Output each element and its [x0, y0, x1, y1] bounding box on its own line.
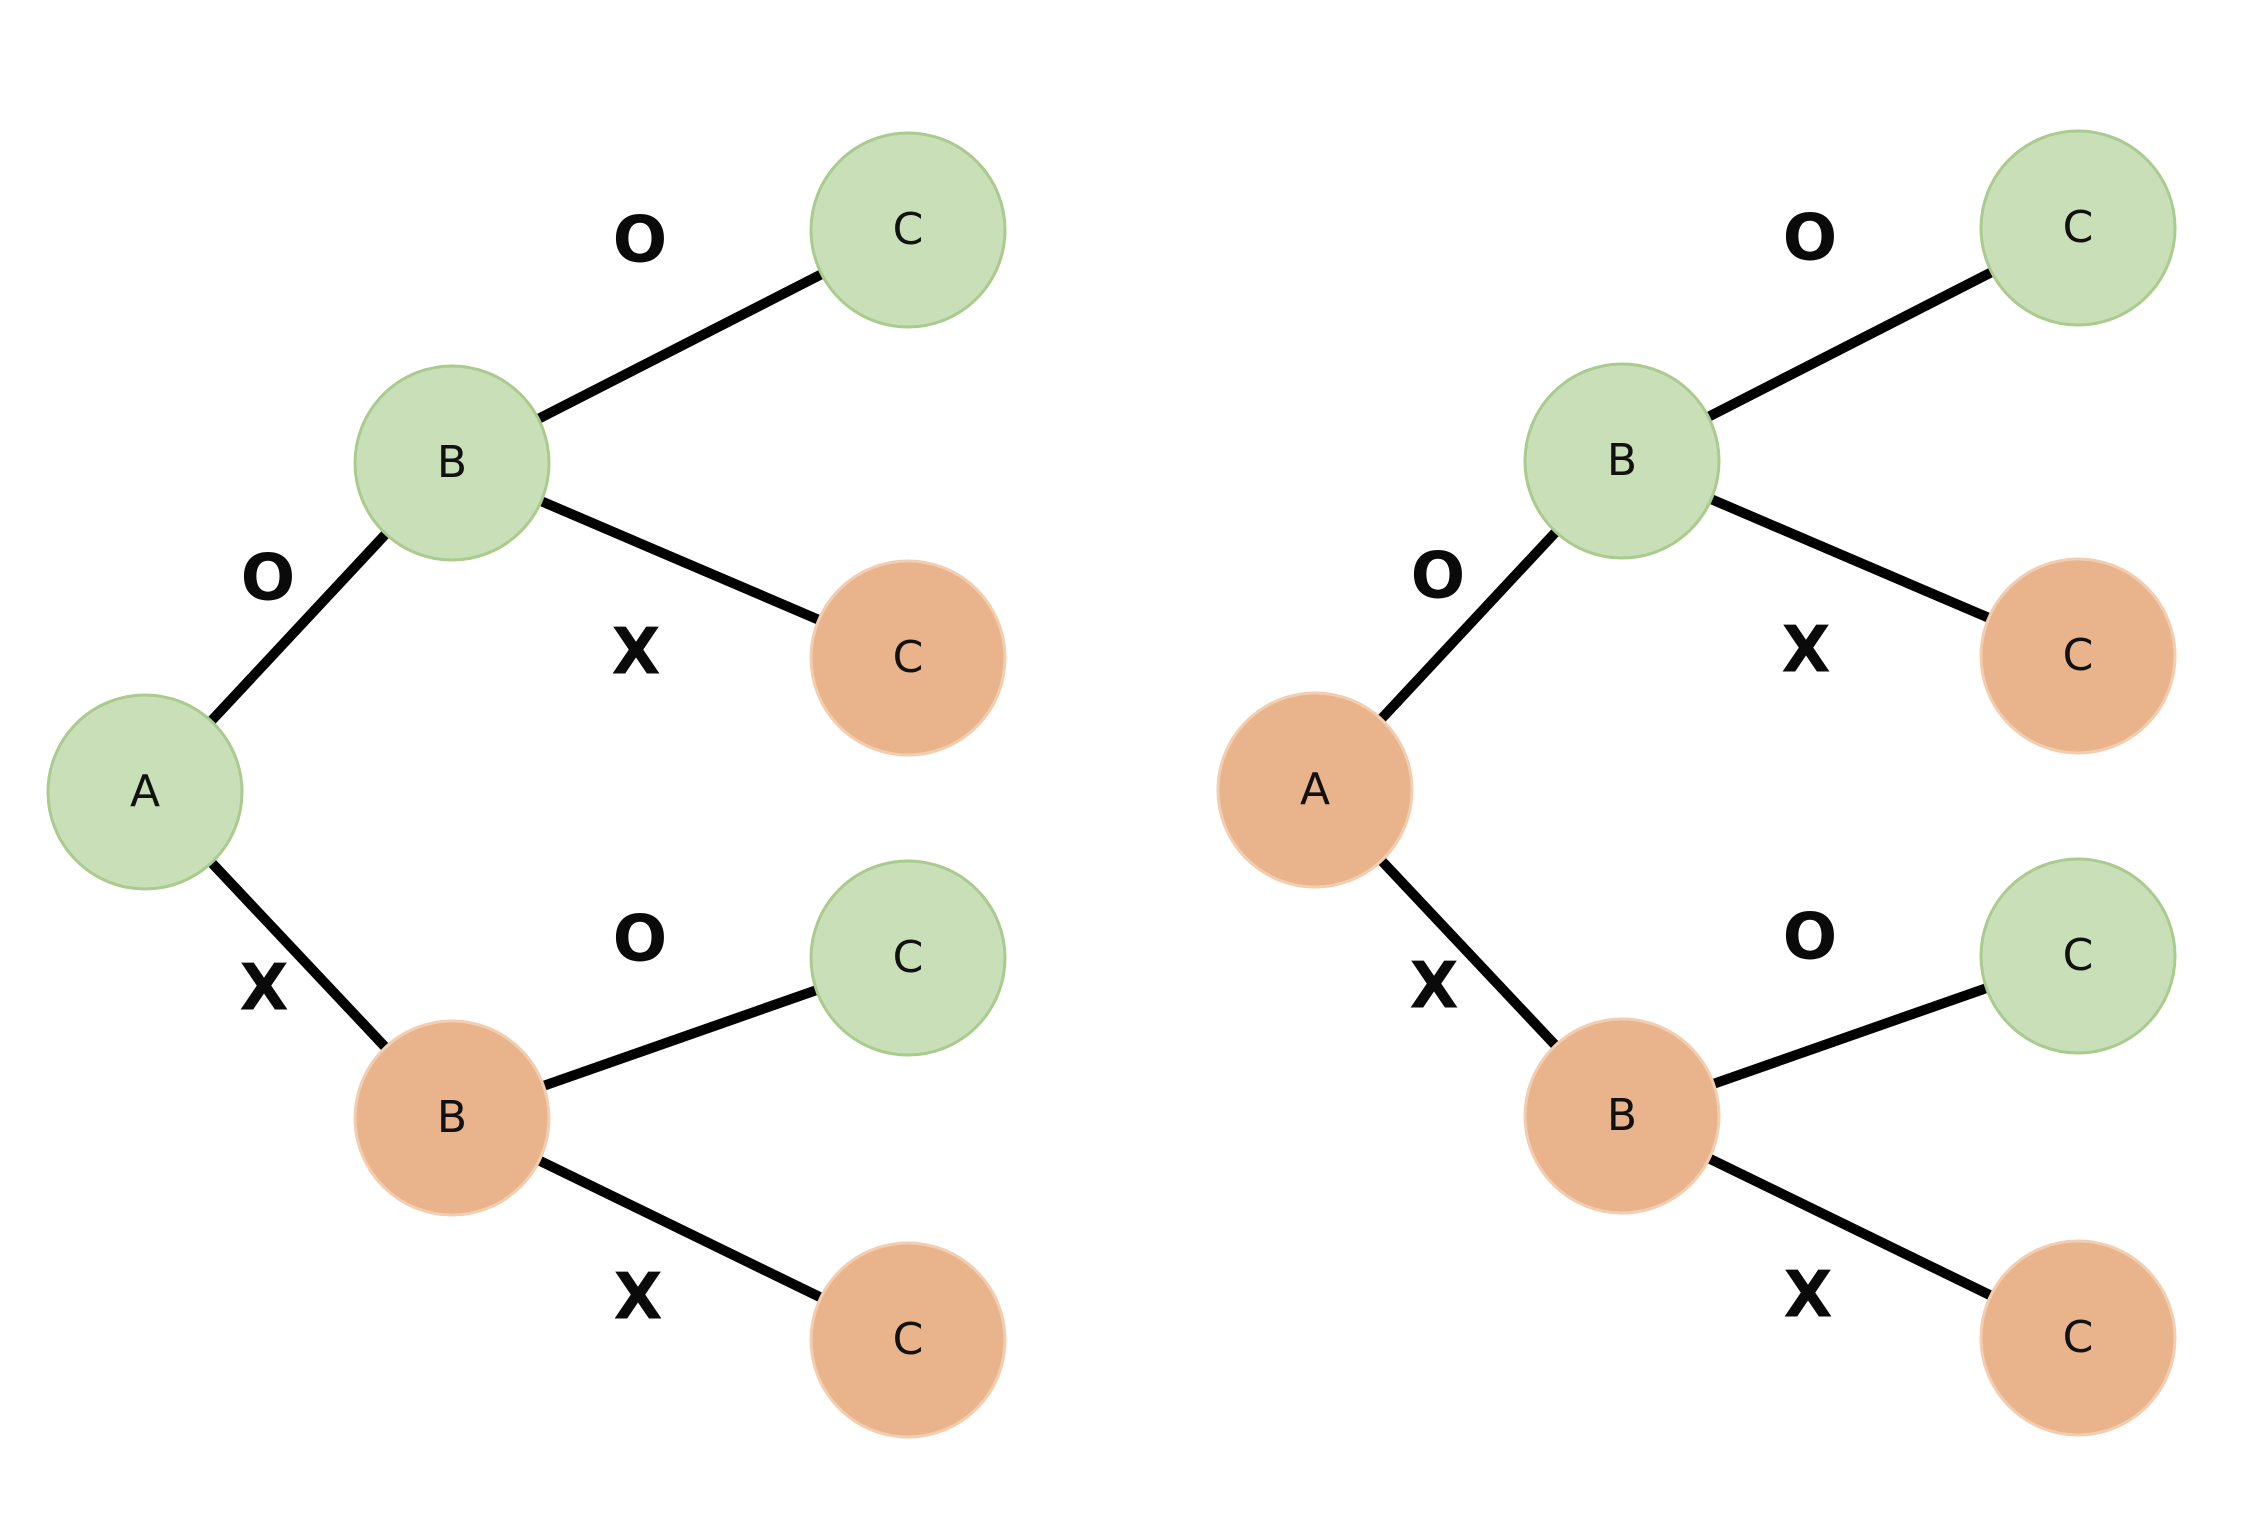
node-circle	[1523, 1017, 1721, 1215]
node-label: C	[2063, 1312, 2094, 1363]
edge-b1-c2	[1705, 492, 1995, 625]
edge-a-b2	[1375, 854, 1562, 1052]
node-label: C	[893, 632, 924, 683]
node-label: C	[893, 1314, 924, 1365]
edge-b2-c3	[1708, 982, 1992, 1090]
node-circle	[46, 693, 244, 891]
edge-label-a-b2: X	[1409, 950, 1458, 1024]
node-a: A	[46, 693, 244, 891]
node-circle	[353, 364, 551, 562]
node-a: A	[1216, 691, 1414, 889]
edge-label-b1-c2: X	[611, 616, 660, 690]
node-label: C	[2063, 630, 2094, 681]
edge-label-b1-c2: X	[1781, 614, 1830, 688]
edge-label-b2-c3: O	[1783, 901, 1837, 975]
edge-b1-c2	[535, 494, 825, 627]
edge-label-a-b1: O	[1411, 540, 1465, 614]
edge-label-b2-c3: O	[613, 903, 667, 977]
edge-a-b1	[204, 527, 393, 728]
node-c2: C	[1979, 557, 2177, 755]
node-c1: C	[809, 131, 1007, 329]
node-c3: C	[1979, 857, 2177, 1055]
node-circle	[1979, 857, 2177, 1055]
node-label: C	[2063, 930, 2094, 981]
node-b2: B	[353, 1019, 551, 1217]
node-label: B	[437, 437, 467, 488]
edge-b2-c4	[533, 1154, 827, 1304]
edge-label-b2-c4: X	[613, 1261, 662, 1335]
edge-a-b2	[205, 856, 392, 1054]
edge-b2-c4	[1703, 1152, 1997, 1302]
node-circle	[809, 1241, 1007, 1439]
node-c4: C	[1979, 1239, 2177, 1437]
node-b1: B	[353, 364, 551, 562]
edge-b1-c1	[532, 267, 828, 426]
node-c1: C	[1979, 129, 2177, 327]
node-label: B	[437, 1092, 467, 1143]
node-label: C	[2063, 202, 2094, 253]
edge-label-b1-c1: O	[613, 204, 667, 278]
node-circle	[809, 559, 1007, 757]
node-c4: C	[809, 1241, 1007, 1439]
node-label: B	[1607, 1090, 1637, 1141]
node-label: B	[1607, 435, 1637, 486]
node-circle	[1523, 362, 1721, 560]
tree-2: O X O X O X A B B C C C C	[1216, 129, 2177, 1437]
node-circle	[1216, 691, 1414, 889]
node-c2: C	[809, 559, 1007, 757]
node-circle	[1979, 129, 2177, 327]
node-circle	[1979, 1239, 2177, 1437]
node-label: A	[130, 766, 160, 817]
node-circle	[1979, 557, 2177, 755]
edge-label-a-b1: O	[241, 542, 295, 616]
node-c3: C	[809, 859, 1007, 1057]
node-circle	[809, 859, 1007, 1057]
node-label: C	[893, 204, 924, 255]
edge-a-b1	[1374, 525, 1563, 726]
edge-label-b1-c1: O	[1783, 202, 1837, 276]
node-label: A	[1300, 764, 1330, 815]
edge-label-a-b2: X	[239, 952, 288, 1026]
edge-b2-c3	[538, 984, 822, 1092]
tree-1: O X O X O X A B B C C C C	[46, 131, 1007, 1439]
node-circle	[353, 1019, 551, 1217]
node-label: C	[893, 932, 924, 983]
edge-b1-c1	[1702, 265, 1998, 424]
node-b1: B	[1523, 362, 1721, 560]
node-b2: B	[1523, 1017, 1721, 1215]
edge-label-b2-c4: X	[1783, 1259, 1832, 1333]
node-circle	[809, 131, 1007, 329]
